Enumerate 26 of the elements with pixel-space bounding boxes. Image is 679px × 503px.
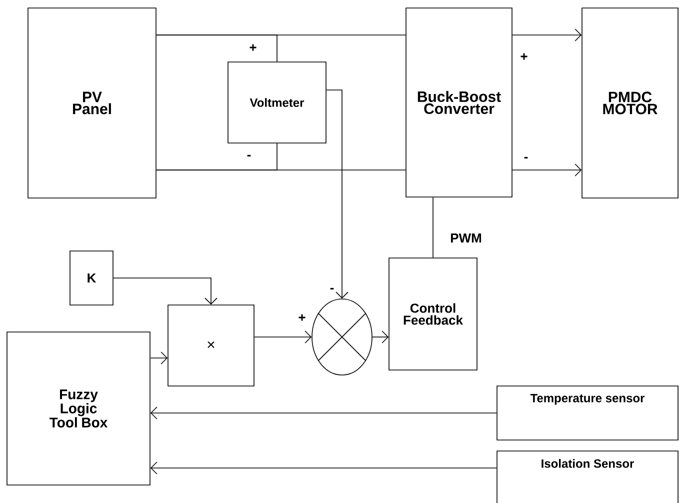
polarity-sign: - <box>247 154 251 156</box>
arrow <box>326 90 348 299</box>
converter-box: Buck-Boost Converter <box>406 8 512 198</box>
arrow <box>372 330 389 344</box>
sensor-box: Isolation Sensor <box>496 450 678 503</box>
edge-label: - <box>328 286 336 294</box>
polarity-sign: - <box>524 156 528 158</box>
arrow <box>150 352 168 364</box>
summing-junction <box>312 298 372 376</box>
constant-box: K <box>70 250 114 306</box>
polarity-sign: + <box>250 44 256 51</box>
edge-label: PWM <box>449 232 483 244</box>
meter-box: Voltmeter <box>228 62 326 144</box>
arrow <box>150 406 497 420</box>
controller-box: Fuzzy Logic Tool Box <box>6 332 150 486</box>
panel-box: PV Panel <box>28 8 156 198</box>
arrow <box>150 462 497 474</box>
arrow <box>113 278 218 305</box>
sensor-box: Temperature sensor <box>496 386 678 440</box>
controller-box: Control Feedback <box>388 258 478 370</box>
arrow <box>512 28 582 42</box>
arrow <box>254 330 312 344</box>
multiplier-box: × <box>168 304 254 386</box>
edge-label: + <box>297 313 307 323</box>
motor-box: PMDC MOTOR <box>582 8 678 198</box>
arrow <box>512 164 582 176</box>
